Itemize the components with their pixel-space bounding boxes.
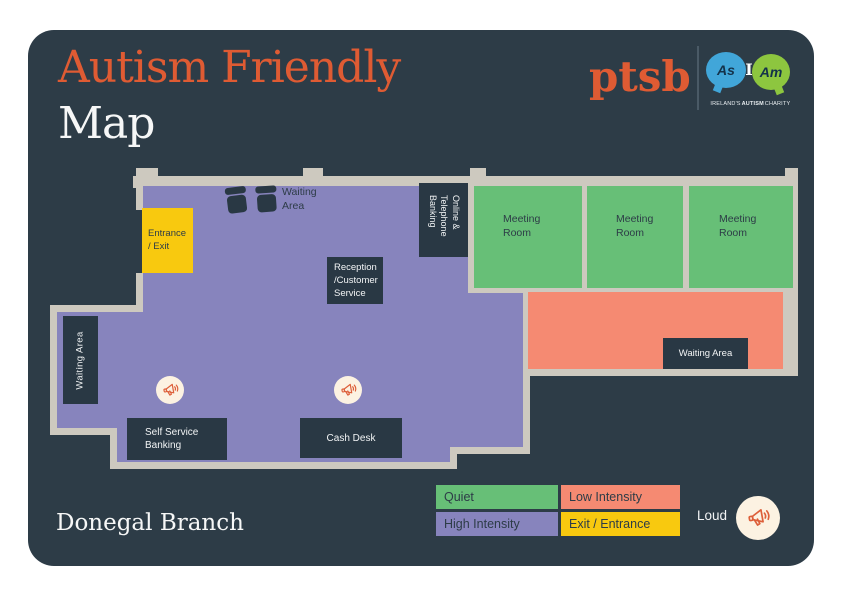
cash-desk-box: Cash Desk [300,418,402,458]
speech-bubble-green: Am [752,54,790,90]
entrance-exit-label: Entrance / Exit [148,227,187,252]
tagline-post: CHARITY [764,101,791,107]
meeting-room-1-area [474,186,582,288]
waiting-area-left-label: Waiting Area [75,330,86,390]
ptsb-logo: ptsb [589,52,691,101]
branch-name: Donegal Branch [56,510,244,536]
wall-tab [470,168,486,177]
page-title-line2: Map [58,98,155,149]
loud-spot-marker [156,376,184,404]
self-service-banking-label: Self Service Banking [145,426,199,452]
loud-spot-marker [334,376,362,404]
tagline-pre: IRELAND'S [710,101,741,107]
bubble-as-text: As [717,62,735,78]
legend-quiet: Quiet [436,485,558,509]
chair-icon [224,186,248,214]
waiting-area-lounge-box: Waiting Area [663,338,748,369]
legend-low-intensity: Low Intensity [561,485,680,509]
meeting-room-2-label: Meeting Room [616,213,654,240]
logo-divider [697,46,699,110]
entrance-wall-opening [130,210,143,273]
wall-tab [136,168,158,177]
reception-customer-service-box: Reception /Customer Service [327,257,383,304]
wall-tab [785,168,798,177]
chair-icon [255,185,277,213]
megaphone-icon [745,505,772,532]
megaphone-icon [161,381,180,400]
self-service-banking-box: Self Service Banking [127,418,227,460]
wall-tab [303,168,323,177]
meeting-room-1-label: Meeting Room [503,213,541,240]
bubble-i-text: I [745,60,753,79]
meeting-room-3-label: Meeting Room [719,213,757,240]
tagline-mid: AUTISM [741,101,764,107]
page-title-line1: Autism Friendly [58,42,401,93]
meeting-room-3-area [689,186,793,288]
charity-tagline: IRELAND'SAUTISMCHARITY [709,101,791,107]
entrance-exit-zone: Entrance / Exit [142,208,193,273]
as-i-am-logo: As Am I IRELAND'SAUTISMCHARITY [706,44,792,114]
legend-loud-marker [736,496,780,540]
online-telephone-banking-box: Online & Telephone Banking [419,183,468,257]
waiting-area-left-box: Waiting Area [63,316,98,404]
speech-bubble-blue: As [706,52,746,88]
bubble-am-text: Am [759,64,783,80]
waiting-area-top-label: Waiting Area [282,186,317,212]
online-telephone-banking-label: Online & Telephone Banking [427,195,462,238]
meeting-room-2-area [587,186,683,288]
legend-high-intensity: High Intensity [436,512,558,536]
megaphone-icon [339,381,358,400]
legend-exit-entrance: Exit / Entrance [561,512,680,536]
legend-loud-label: Loud [697,508,728,523]
